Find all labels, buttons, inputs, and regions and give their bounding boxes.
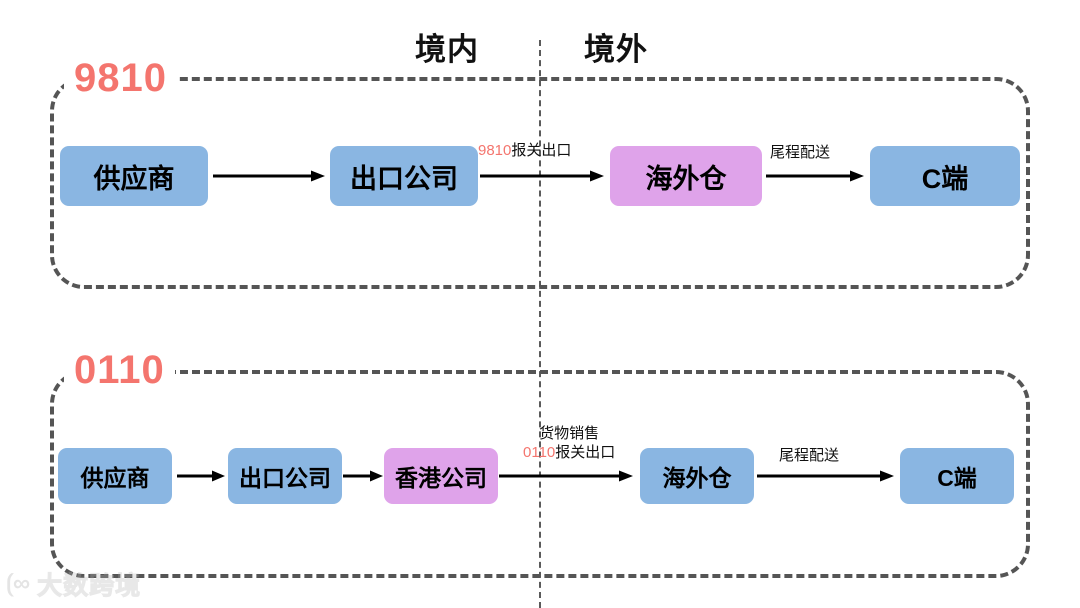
edge-code-9810: 9810	[478, 142, 512, 159]
arrow-exporter-to-hk-0110	[343, 469, 383, 483]
edge-text-customs-9810: 报关出口	[511, 142, 572, 159]
node-supplier-9810[interactable]: 供应商	[60, 146, 208, 206]
arrow-supplier-to-exporter-0110	[177, 469, 225, 483]
node-overseas-warehouse-0110[interactable]: 海外仓	[640, 448, 754, 504]
border-divider-line	[539, 40, 541, 608]
edge-label-sale-customs-0110: 货物销售 0110报关出口	[523, 425, 615, 463]
edge-label-lastmile-9810: 尾程配送	[770, 144, 831, 161]
arrow-warehouse-to-consumer-0110	[757, 469, 894, 483]
edge-code-0110: 0110	[523, 443, 556, 461]
edge-text-customs-0110: 报关出口	[555, 443, 616, 461]
edge-text-goods-sale-0110: 货物销售	[539, 425, 600, 442]
group-code-0110: 0110	[64, 350, 175, 390]
edge-text-customs-line-0110: 0110报关出口	[523, 444, 615, 463]
region-label-overseas: 境外	[584, 32, 648, 67]
node-hk-company-0110[interactable]: 香港公司	[384, 448, 498, 504]
node-exporter-0110[interactable]: 出口公司	[228, 448, 342, 504]
node-consumer-0110[interactable]: C端	[900, 448, 1014, 504]
node-overseas-warehouse-9810[interactable]: 海外仓	[610, 146, 762, 206]
arrow-supplier-to-exporter-9810	[213, 169, 325, 183]
node-consumer-9810[interactable]: C端	[870, 146, 1020, 206]
group-container-9810	[50, 77, 1030, 289]
region-label-domestic: 境内	[415, 32, 479, 67]
edge-label-lastmile-0110: 尾程配送	[779, 447, 840, 464]
watermark-logo-icon: ⟮∞	[6, 570, 30, 597]
arrow-exporter-to-warehouse-9810	[480, 169, 604, 183]
node-supplier-0110[interactable]: 供应商	[58, 448, 172, 504]
group-container-0110	[50, 370, 1030, 578]
group-code-9810: 9810	[64, 58, 177, 98]
arrow-warehouse-to-consumer-9810	[766, 169, 864, 183]
arrow-hk-to-warehouse-0110	[499, 469, 633, 483]
edge-label-customs-export-9810: 9810报关出口	[478, 142, 571, 161]
node-exporter-9810[interactable]: 出口公司	[330, 146, 478, 206]
